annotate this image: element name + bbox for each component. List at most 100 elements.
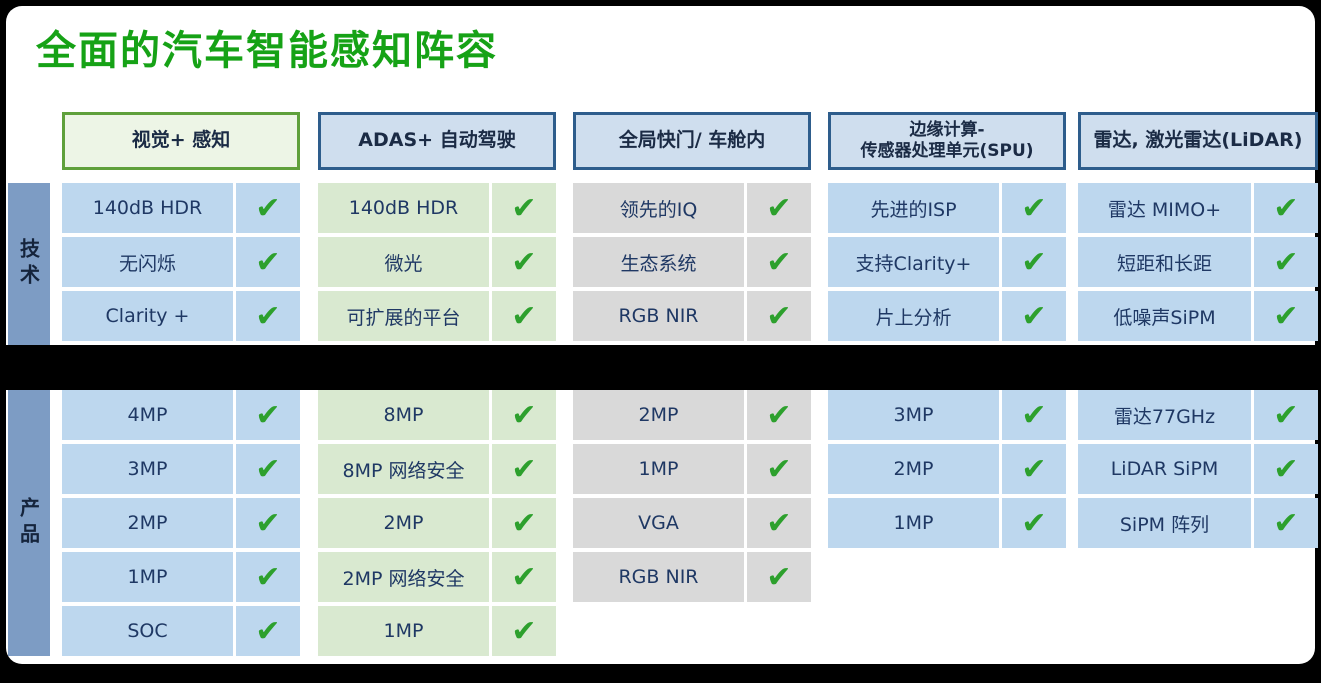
- checkmark-icon: ✔: [1254, 183, 1318, 233]
- checkmark-icon: ✔: [1254, 237, 1318, 287]
- feature-cell: 片上分析: [828, 291, 999, 341]
- checkmark-icon: ✔: [1002, 237, 1066, 287]
- feature-cell: 雷达 MIMO+: [1078, 183, 1251, 233]
- product-cell: 1MP: [573, 444, 744, 494]
- column-header: ADAS+ 自动驾驶: [318, 112, 556, 170]
- column-rows: 140dB HDR ✔ 无闪烁 ✔ Clarity + ✔ 4MP ✔ 3MP …: [62, 183, 300, 656]
- product-cell: LiDAR SiPM: [1078, 444, 1251, 494]
- column-rows: 雷达 MIMO+ ✔ 短距和长距 ✔ 低噪声SiPM ✔ 雷达77GHz ✔ L…: [1078, 183, 1318, 548]
- checkmark-icon: ✔: [747, 390, 811, 440]
- section-spacer: [1078, 345, 1318, 386]
- section-spacer: [573, 345, 811, 386]
- column-header: 边缘计算- 传感器处理单元(SPU): [828, 112, 1066, 170]
- checkmark-icon: ✔: [236, 444, 300, 494]
- checkmark-icon: ✔: [492, 291, 556, 341]
- checkmark-icon: ✔: [236, 390, 300, 440]
- column-header-label: 视觉+ 感知: [131, 129, 231, 152]
- column-rows: 领先的IQ ✔ 生态系统 ✔ RGB NIR ✔ 2MP ✔ 1MP ✔ VGA…: [573, 183, 811, 602]
- checkmark-icon: ✔: [1254, 444, 1318, 494]
- table-row: 2MP ✔: [573, 390, 811, 440]
- product-cell: 8MP: [318, 390, 489, 440]
- feature-cell: 领先的IQ: [573, 183, 744, 233]
- table-row: 先进的ISP ✔: [828, 183, 1066, 233]
- column-header: 视觉+ 感知: [62, 112, 300, 170]
- checkmark-icon: ✔: [492, 237, 556, 287]
- checkmark-icon: ✔: [1002, 291, 1066, 341]
- table-row: Clarity + ✔: [62, 291, 300, 341]
- product-cell: 2MP 网络安全: [318, 552, 489, 602]
- checkmark-icon: ✔: [747, 552, 811, 602]
- table-row: 1MP ✔: [573, 444, 811, 494]
- separator-band: [0, 345, 1321, 390]
- table-row: 140dB HDR ✔: [318, 183, 556, 233]
- section-spacer: [318, 345, 556, 386]
- product-cell: 雷达77GHz: [1078, 390, 1251, 440]
- feature-cell: 支持Clarity+: [828, 237, 999, 287]
- table-row: 8MP 网络安全 ✔: [318, 444, 556, 494]
- section-label-text: 技术: [16, 238, 41, 290]
- column-edge-compute-spu: 边缘计算- 传感器处理单元(SPU) 先进的ISP ✔ 支持Clarity+ ✔…: [828, 112, 1066, 552]
- column-global-shutter-incabin: 全局快门/ 车舱内 领先的IQ ✔ 生态系统 ✔ RGB NIR ✔ 2MP ✔…: [573, 112, 811, 606]
- product-cell: SiPM 阵列: [1078, 498, 1251, 548]
- table-row: RGB NIR ✔: [573, 291, 811, 341]
- product-cell: SOC: [62, 606, 233, 656]
- column-header: 雷达, 激光雷达(LiDAR): [1078, 112, 1318, 170]
- table-row: SOC ✔: [62, 606, 300, 656]
- product-cell: 1MP: [318, 606, 489, 656]
- checkmark-icon: ✔: [236, 237, 300, 287]
- checkmark-icon: ✔: [747, 183, 811, 233]
- checkmark-icon: ✔: [747, 291, 811, 341]
- feature-cell: 低噪声SiPM: [1078, 291, 1251, 341]
- column-header: 全局快门/ 车舱内: [573, 112, 811, 170]
- checkmark-icon: ✔: [492, 444, 556, 494]
- table-row: 1MP ✔: [828, 498, 1066, 548]
- checkmark-icon: ✔: [1002, 444, 1066, 494]
- feature-cell: RGB NIR: [573, 291, 744, 341]
- table-row: VGA ✔: [573, 498, 811, 548]
- table-row: LiDAR SiPM ✔: [1078, 444, 1318, 494]
- checkmark-icon: ✔: [1254, 291, 1318, 341]
- table-row: 8MP ✔: [318, 390, 556, 440]
- table-row: 2MP 网络安全 ✔: [318, 552, 556, 602]
- checkmark-icon: ✔: [236, 183, 300, 233]
- table-row: 3MP ✔: [62, 444, 300, 494]
- checkmark-icon: ✔: [747, 498, 811, 548]
- table-row: 140dB HDR ✔: [62, 183, 300, 233]
- section-spacer: [62, 345, 300, 386]
- table-row: RGB NIR ✔: [573, 552, 811, 602]
- section-label-product: 产品: [8, 390, 50, 656]
- feature-cell: 短距和长距: [1078, 237, 1251, 287]
- checkmark-icon: ✔: [492, 498, 556, 548]
- table-row: 短距和长距 ✔: [1078, 237, 1318, 287]
- feature-cell: 可扩展的平台: [318, 291, 489, 341]
- column-header-label: ADAS+ 自动驾驶: [358, 129, 516, 152]
- checkmark-icon: ✔: [492, 390, 556, 440]
- column-header-label: 边缘计算- 传感器处理单元(SPU): [860, 119, 1034, 161]
- product-cell: 1MP: [62, 552, 233, 602]
- checkmark-icon: ✔: [1002, 390, 1066, 440]
- column-header-label: 雷达, 激光雷达(LiDAR): [1093, 129, 1303, 152]
- feature-cell: 无闪烁: [62, 237, 233, 287]
- checkmark-icon: ✔: [1002, 498, 1066, 548]
- product-cell: VGA: [573, 498, 744, 548]
- table-row: 雷达77GHz ✔: [1078, 390, 1318, 440]
- table-row: 低噪声SiPM ✔: [1078, 291, 1318, 341]
- checkmark-icon: ✔: [236, 498, 300, 548]
- product-cell: 2MP: [828, 444, 999, 494]
- feature-cell: 140dB HDR: [318, 183, 489, 233]
- product-cell: 2MP: [573, 390, 744, 440]
- table-row: 1MP ✔: [318, 606, 556, 656]
- table-row: 微光 ✔: [318, 237, 556, 287]
- column-vision-perception: 视觉+ 感知 140dB HDR ✔ 无闪烁 ✔ Clarity + ✔ 4MP…: [62, 112, 300, 660]
- checkmark-icon: ✔: [492, 552, 556, 602]
- column-adas-autonomous: ADAS+ 自动驾驶 140dB HDR ✔ 微光 ✔ 可扩展的平台 ✔ 8MP…: [318, 112, 556, 660]
- product-cell: 4MP: [62, 390, 233, 440]
- product-cell: 2MP: [62, 498, 233, 548]
- table-row: 雷达 MIMO+ ✔: [1078, 183, 1318, 233]
- column-rows: 140dB HDR ✔ 微光 ✔ 可扩展的平台 ✔ 8MP ✔ 8MP 网络安全…: [318, 183, 556, 656]
- checkmark-icon: ✔: [236, 552, 300, 602]
- checkmark-icon: ✔: [747, 444, 811, 494]
- checkmark-icon: ✔: [747, 237, 811, 287]
- page-title: 全面的汽车智能感知阵容: [36, 28, 498, 74]
- checkmark-icon: ✔: [1002, 183, 1066, 233]
